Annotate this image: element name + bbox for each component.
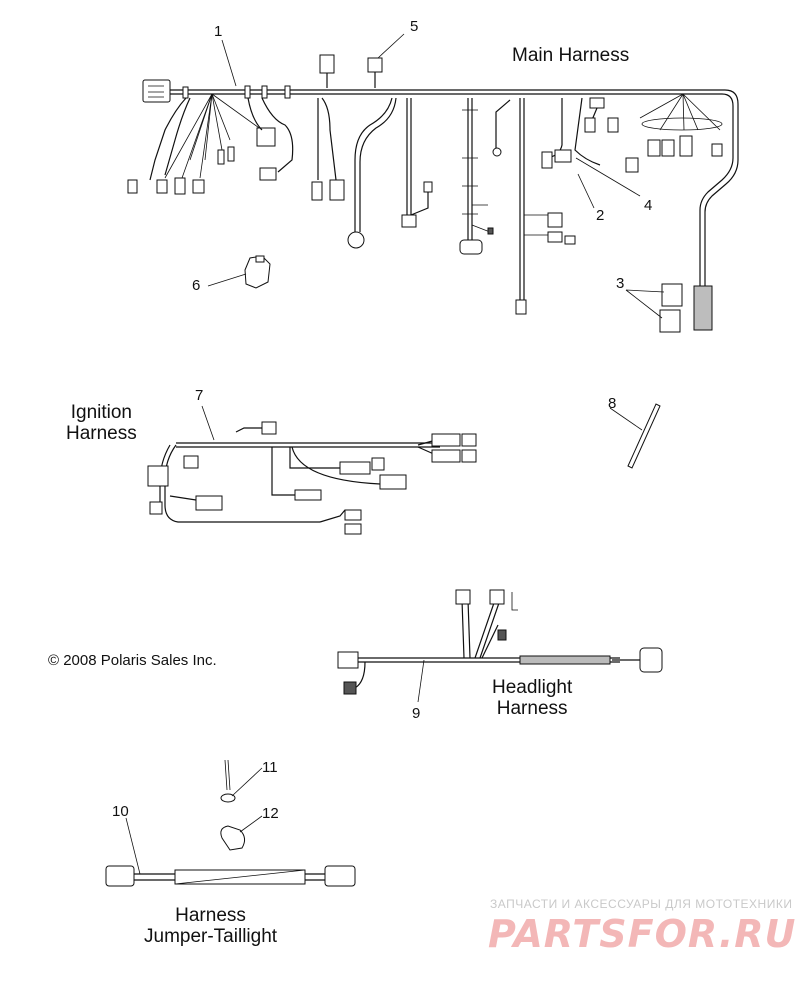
jumper-taillight-drawing xyxy=(105,865,356,887)
callout-4: 4 xyxy=(644,197,653,214)
main-harness-label: Main Harness xyxy=(512,45,630,66)
callout-3: 3 xyxy=(616,275,625,292)
ignition-harness-drawing xyxy=(147,421,477,535)
watermark-logo: PARTSFOR.RU xyxy=(488,912,797,956)
callout-1: 1 xyxy=(214,23,223,40)
callout-9: 9 xyxy=(412,705,421,722)
callout-7: 7 xyxy=(195,387,204,404)
headlight-label-line2: Harness xyxy=(496,698,568,719)
callout-11: 11 xyxy=(262,759,278,776)
headlight-label-line1: Headlight xyxy=(492,677,573,698)
item-8-cable-tie-drawing xyxy=(627,403,661,469)
ignition-label-line2: Harness xyxy=(66,423,137,444)
item-6-connector-drawing xyxy=(244,255,271,289)
callout-6: 6 xyxy=(192,277,201,294)
callout-5: 5 xyxy=(410,18,419,35)
headlight-harness-label: Headlight Harness xyxy=(492,677,572,719)
jumper-taillight-label: Harness Jumper-Taillight xyxy=(144,905,277,947)
callout-2: 2 xyxy=(596,207,605,224)
callout-12: 12 xyxy=(262,805,279,822)
callout-10: 10 xyxy=(112,803,129,820)
items-11-12-drawing xyxy=(220,759,246,851)
ignition-label-line1: Ignition xyxy=(70,402,133,423)
jumper-label-line1: Harness xyxy=(175,905,246,926)
copyright-notice: © 2008 Polaris Sales Inc. xyxy=(48,652,217,669)
headlight-harness-drawing xyxy=(337,589,663,695)
main-harness-drawing xyxy=(127,54,739,333)
leader-lines xyxy=(125,33,665,875)
ignition-harness-label: Ignition Harness xyxy=(66,402,137,444)
jumper-label-line2: Jumper-Taillight xyxy=(144,926,278,947)
watermark-tagline: ЗАПЧАСТИ И АКСЕССУАРЫ ДЛЯ МОТОТЕХНИКИ xyxy=(490,897,793,911)
callout-8: 8 xyxy=(608,395,617,412)
